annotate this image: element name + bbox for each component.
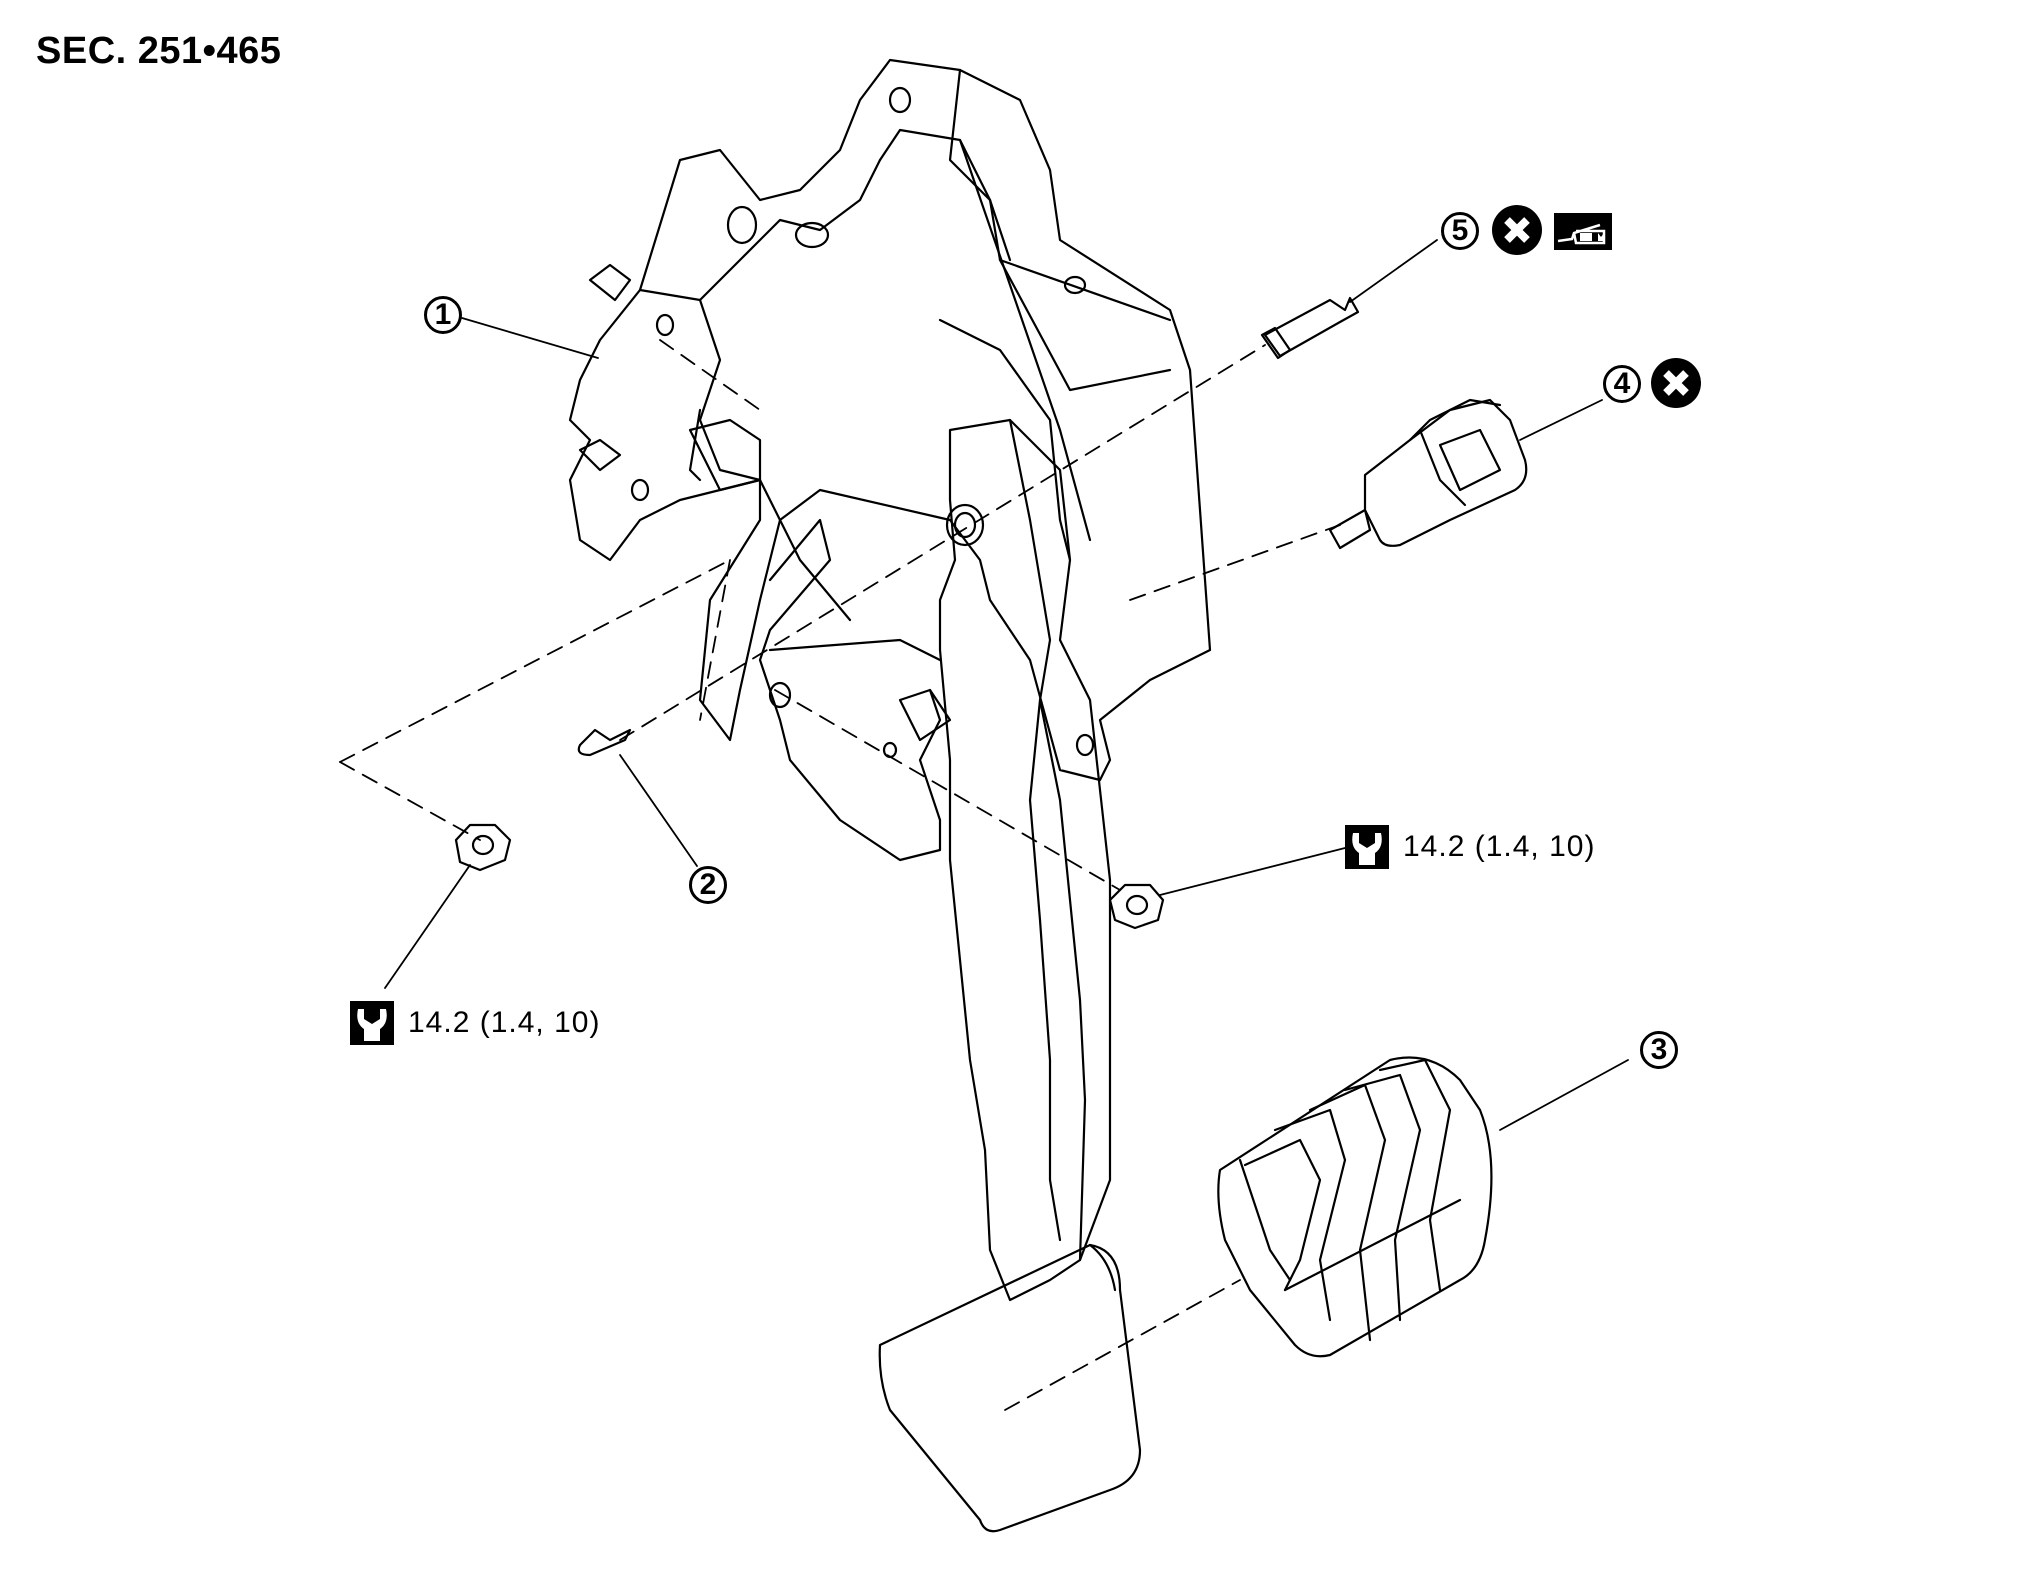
wrench-icon <box>350 1001 394 1045</box>
pedal-arm-drawing <box>878 418 1142 1533</box>
leader-lines <box>384 239 1629 1131</box>
torque-value: 14.2 (1.4, 10) <box>1403 830 1596 863</box>
assembly-lines <box>339 339 1341 1411</box>
wrench-icon <box>1345 825 1389 869</box>
callout-3: 3 <box>1640 1031 1678 1069</box>
section-header: SEC. 251•465 <box>36 30 282 72</box>
x-circle-icon <box>1492 205 1542 255</box>
callout-5: 5 <box>1441 212 1479 250</box>
bolt-drawing <box>1260 296 1360 360</box>
sealant-applicator-icon <box>1554 213 1612 250</box>
stop-lamp-switch-drawing <box>1328 398 1528 550</box>
pedal-bracket-drawing <box>568 58 1212 862</box>
pedal-pad-drawing <box>1217 1056 1493 1358</box>
callout-1: 1 <box>424 296 462 334</box>
torque-spec-right: 14.2 (1.4, 10) <box>1345 825 1595 869</box>
callout-2: 2 <box>689 866 727 904</box>
nut-right-drawing <box>1108 883 1165 930</box>
nut-left-drawing <box>454 823 512 872</box>
x-circle-icon <box>1651 358 1701 408</box>
clip-drawing <box>577 728 632 757</box>
callout-4: 4 <box>1603 365 1641 403</box>
torque-spec-left: 14.2 (1.4, 10) <box>350 1001 600 1045</box>
torque-value: 14.2 (1.4, 10) <box>408 1006 601 1039</box>
